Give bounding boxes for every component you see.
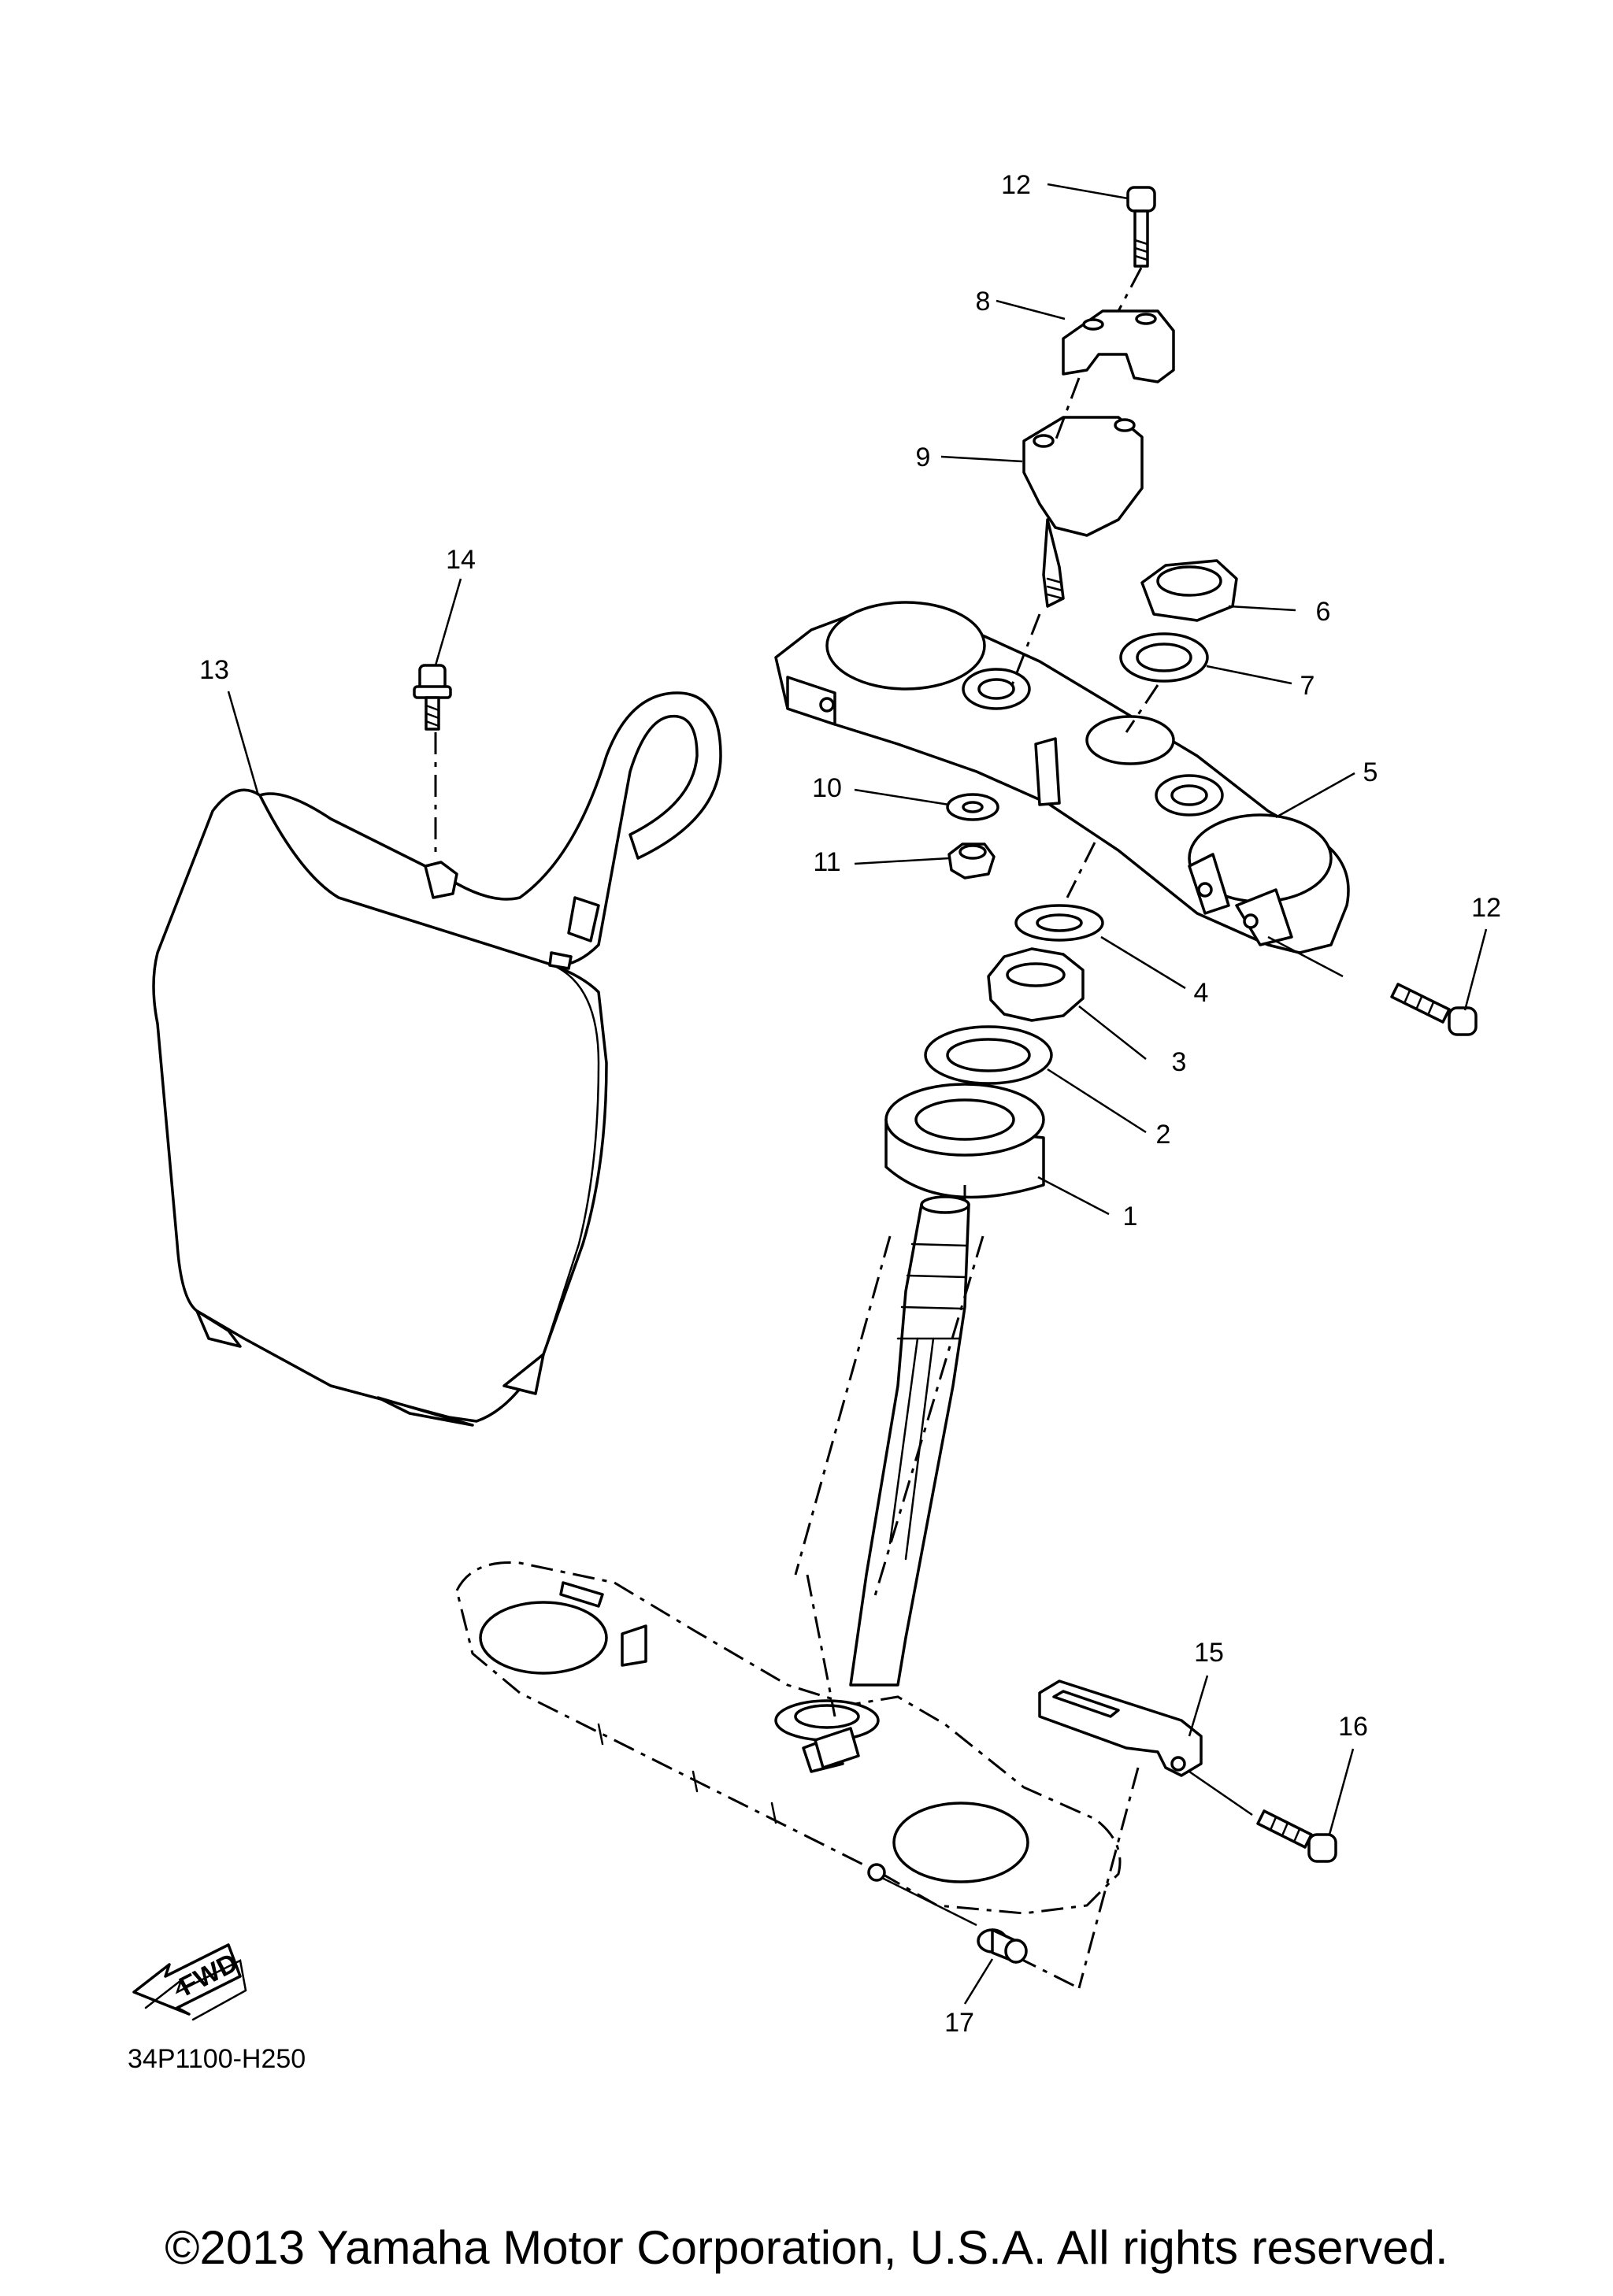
- callout-14: 14: [446, 545, 476, 575]
- bolt-12-upper: [1010, 186, 1156, 686]
- callout-10: 10: [812, 773, 842, 803]
- callout-5: 5: [1363, 757, 1378, 787]
- drawing-code: 34P1100-H250: [128, 2044, 306, 2074]
- bolt-12-lower: [1390, 983, 1478, 1036]
- nut-11: [947, 842, 996, 880]
- washer-4: [1014, 842, 1104, 942]
- callout-13: 13: [199, 655, 229, 685]
- callout-11: 11: [813, 847, 840, 877]
- copyright-notice: ©2013 Yamaha Motor Corporation, U.S.A. A…: [165, 2221, 1448, 2274]
- callout-labels: 12 8 9 6 7 5 10 11 12 4 3 2 1 14 13 15 1…: [199, 170, 1501, 2038]
- callout-7: 7: [1300, 671, 1315, 701]
- steering-nut: [1140, 559, 1238, 622]
- bolt-14: [413, 664, 452, 858]
- callout-8: 8: [976, 287, 991, 317]
- callout-12-lower: 12: [1471, 893, 1501, 923]
- handlebar-holder-upper: [1062, 309, 1175, 383]
- callout-3: 3: [1172, 1047, 1187, 1077]
- leader-lines: [227, 183, 1488, 2005]
- callout-9: 9: [916, 443, 931, 472]
- fwd-arrow-icon: FWD: [132, 1943, 247, 2021]
- bearing: [884, 1083, 1045, 1199]
- upper-bracket: [774, 601, 1350, 978]
- bracket-15: [1015, 1679, 1203, 1990]
- callout-6: 6: [1316, 597, 1331, 627]
- number-plate: [152, 691, 722, 1427]
- steering-shaft: [794, 1185, 984, 1687]
- callout-12-upper: 12: [1001, 170, 1031, 200]
- callout-4: 4: [1194, 978, 1209, 1008]
- washer-10: [946, 793, 999, 821]
- callout-1: 1: [1123, 1202, 1138, 1231]
- dust-seal: [924, 1025, 1053, 1085]
- steering-washer: [1119, 632, 1209, 733]
- collar-17: [977, 1928, 1028, 1964]
- callout-16: 16: [1338, 1712, 1368, 1742]
- callout-2: 2: [1156, 1120, 1171, 1150]
- bolt-16: [1188, 1770, 1337, 1863]
- handlebar-holder-lower: [1022, 416, 1144, 608]
- ring-nut: [987, 947, 1085, 1022]
- under-bracket: [455, 1561, 1122, 1927]
- callout-17: 17: [944, 2008, 974, 2038]
- callout-15: 15: [1194, 1638, 1224, 1668]
